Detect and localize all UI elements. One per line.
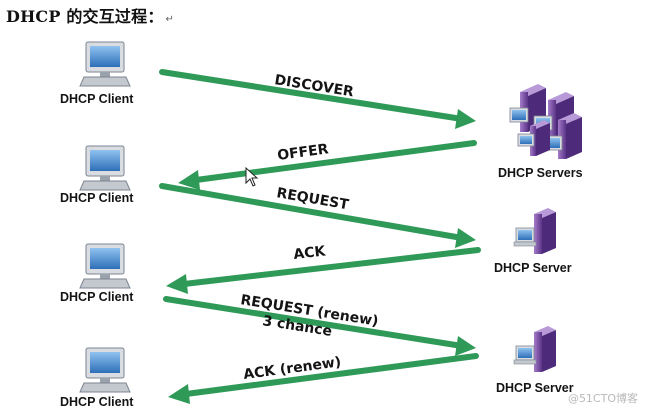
client-node-3	[79, 243, 131, 289]
message-arrow-request-renew	[163, 296, 476, 356]
message-arrow-request	[159, 183, 476, 248]
computer-icon	[79, 145, 131, 191]
client-node-2	[79, 145, 131, 191]
server-label-2: DHCP Server	[494, 261, 572, 275]
message-arrow-discover	[159, 69, 476, 129]
server-node-2	[513, 326, 556, 372]
server-cluster-node	[509, 84, 582, 159]
client-node-1	[79, 41, 131, 87]
message-arrow-ack-renew	[168, 353, 479, 404]
server-label-1: DHCP Servers	[498, 166, 583, 180]
client-label-4: DHCP Client	[60, 395, 134, 409]
server-icon	[513, 208, 556, 254]
client-node-4	[79, 347, 131, 393]
message-arrow-offer	[178, 140, 477, 190]
computer-icon	[79, 347, 131, 393]
message-arrow-ack	[166, 247, 481, 294]
server-cluster-icon	[509, 84, 582, 159]
page-title: DHCP 的交互过程：↵	[6, 3, 174, 27]
server-label-3: DHCP Server	[496, 381, 574, 395]
client-label-1: DHCP Client	[60, 92, 134, 106]
computer-icon	[79, 41, 131, 87]
message-label-ack: ACK	[293, 243, 328, 263]
server-node-1	[513, 208, 556, 254]
return-mark-icon: ↵	[165, 14, 175, 25]
watermark: @51CTO博客	[567, 392, 638, 405]
client-label-3: DHCP Client	[60, 290, 134, 304]
title-text: DHCP 的交互过程：	[6, 7, 164, 26]
client-label-2: DHCP Client	[60, 191, 134, 205]
message-label-offer: OFFER	[276, 141, 329, 164]
mouse-cursor-icon	[245, 166, 259, 187]
server-icon	[513, 326, 556, 372]
computer-icon	[79, 243, 131, 289]
